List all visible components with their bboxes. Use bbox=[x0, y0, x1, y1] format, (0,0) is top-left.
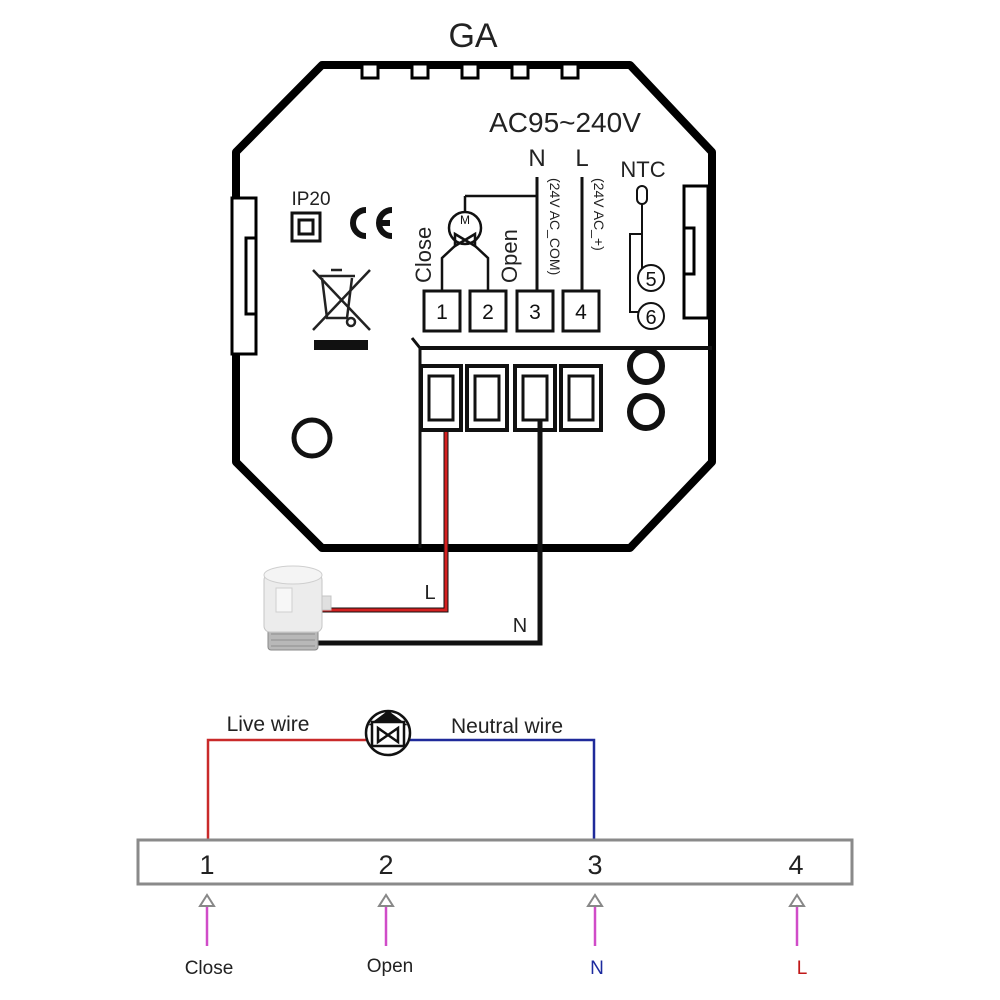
terminal-number-4: 4 bbox=[561, 289, 601, 333]
input-label-close: Close bbox=[185, 958, 234, 979]
schematic-terminal-3: 3 bbox=[587, 850, 602, 880]
input-label-l: L bbox=[797, 958, 808, 979]
svg-text:5: 5 bbox=[645, 269, 656, 291]
svg-text:4: 4 bbox=[575, 301, 587, 324]
input-arrow-close bbox=[198, 893, 216, 946]
weee-bin-icon bbox=[312, 268, 371, 350]
live-wire-label: Live wire bbox=[227, 713, 310, 736]
neutral-wire-label: Neutral wire bbox=[451, 715, 563, 738]
terminal-number-2: 2 bbox=[468, 289, 508, 333]
wire-neutral-label: N bbox=[513, 615, 527, 637]
input-arrow-l bbox=[788, 893, 806, 946]
svg-text:3: 3 bbox=[529, 301, 541, 324]
input-arrow-n bbox=[586, 893, 604, 946]
open-terminal-label: Open bbox=[497, 229, 522, 283]
live-wire-red bbox=[322, 432, 449, 613]
right-clip bbox=[682, 184, 710, 320]
ce-mark-icon bbox=[350, 207, 393, 239]
svg-text:6: 6 bbox=[645, 307, 656, 329]
ip-rating-label: IP20 bbox=[291, 189, 330, 210]
terminal-number-3: 3 bbox=[515, 289, 555, 333]
double-insulation-icon bbox=[290, 211, 322, 243]
schematic-terminal-1: 1 bbox=[199, 850, 214, 880]
svg-text:1: 1 bbox=[436, 301, 448, 324]
left-clip bbox=[230, 196, 258, 356]
ntc-sensor-icon bbox=[629, 185, 648, 313]
close-terminal-label: Close bbox=[411, 227, 436, 283]
wire-live-label: L bbox=[424, 582, 435, 604]
voltage-label: AC95~240V bbox=[489, 107, 641, 138]
valve-symbol-icon bbox=[364, 709, 412, 757]
neutral-terminal-label: N bbox=[528, 145, 545, 172]
terminal-block bbox=[410, 337, 712, 548]
live-terminal-label: L bbox=[575, 145, 588, 172]
ntc-label: NTC bbox=[620, 157, 665, 182]
thermal-actuator-illustration bbox=[263, 565, 332, 651]
ntc-terminal-5: 5 bbox=[637, 264, 665, 292]
svg-text:M: M bbox=[460, 213, 470, 227]
input-label-open: Open bbox=[367, 956, 413, 977]
input-label-n: N bbox=[590, 958, 604, 979]
valve-actuator-symbol: M bbox=[440, 194, 537, 290]
schematic-terminal-2: 2 bbox=[378, 850, 393, 880]
terminal-number-1: 1 bbox=[422, 289, 462, 333]
svg-text:2: 2 bbox=[482, 301, 494, 324]
schematic-terminal-4: 4 bbox=[788, 850, 803, 880]
schematic-neutral-wire bbox=[410, 738, 596, 840]
schematic-live-wire bbox=[206, 738, 366, 840]
model-label: GA bbox=[448, 17, 497, 55]
wiring-schematic: Live wire Neutral wire 1 2 3 4 bbox=[136, 709, 854, 979]
ac-com-label: (24V AC_COM) bbox=[547, 178, 563, 275]
input-arrow-open bbox=[377, 893, 395, 946]
neutral-wire-black bbox=[300, 420, 543, 646]
thermostat-back-panel: GA AC95~240V IP20 bbox=[230, 17, 716, 651]
ac-plus-label: (24V AC_+) bbox=[591, 178, 607, 251]
mounting-hole bbox=[291, 417, 333, 459]
ntc-terminal-6: 6 bbox=[637, 302, 665, 330]
top-notches bbox=[360, 62, 580, 80]
terminal-strip bbox=[136, 838, 854, 886]
